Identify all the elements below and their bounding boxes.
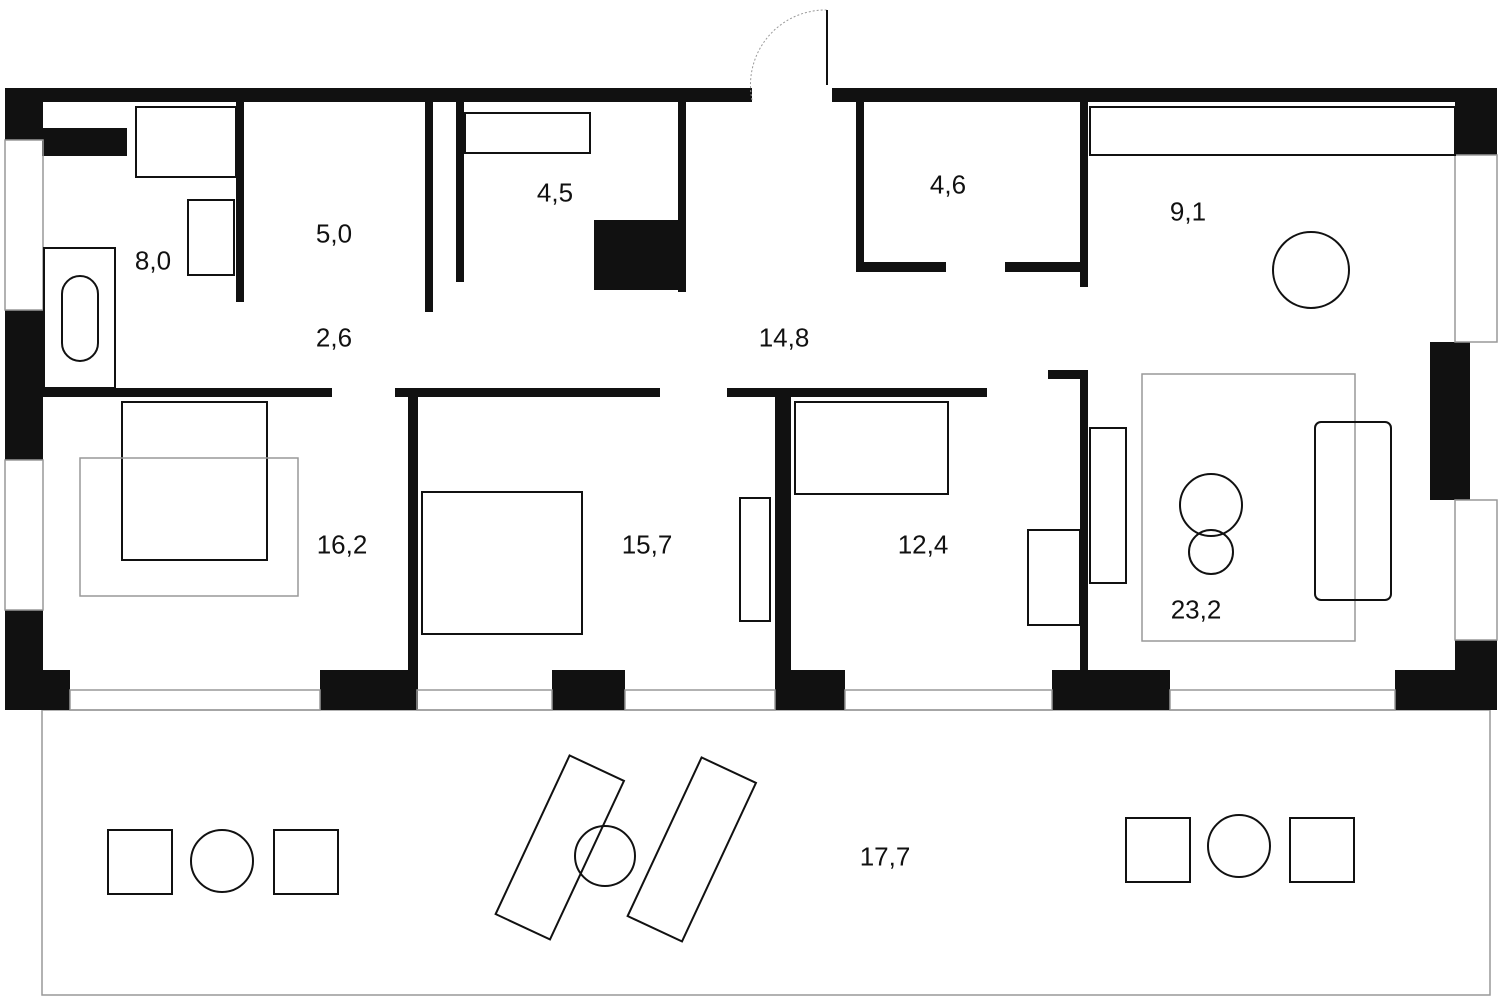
- furniture: [43, 106, 1456, 943]
- room-area-corridor: 14,8: [758, 322, 810, 353]
- interior-walls: [42, 102, 1088, 710]
- room-area-bathroom-2: 4,5: [536, 177, 574, 208]
- room-area-hall-small: 2,6: [315, 322, 353, 353]
- room-area-bedroom-1: 16,2: [316, 529, 368, 560]
- room-area-kitchen: 9,1: [1169, 196, 1207, 227]
- room-area-bedroom-2: 15,7: [621, 529, 673, 560]
- room-area-wardrobe-2: 4,6: [929, 169, 967, 200]
- entrance-door: [749, 9, 828, 101]
- room-area-bedroom-3: 12,4: [897, 529, 949, 560]
- terrace-outline: [41, 709, 1491, 996]
- windows: [4, 139, 1498, 711]
- room-area-terrace: 17,7: [859, 841, 911, 872]
- outer-walls: [5, 88, 1497, 710]
- room-area-bathroom-1: 8,0: [134, 245, 172, 276]
- room-area-living-room: 23,2: [1170, 594, 1222, 625]
- room-area-wardrobe-1: 5,0: [315, 218, 353, 249]
